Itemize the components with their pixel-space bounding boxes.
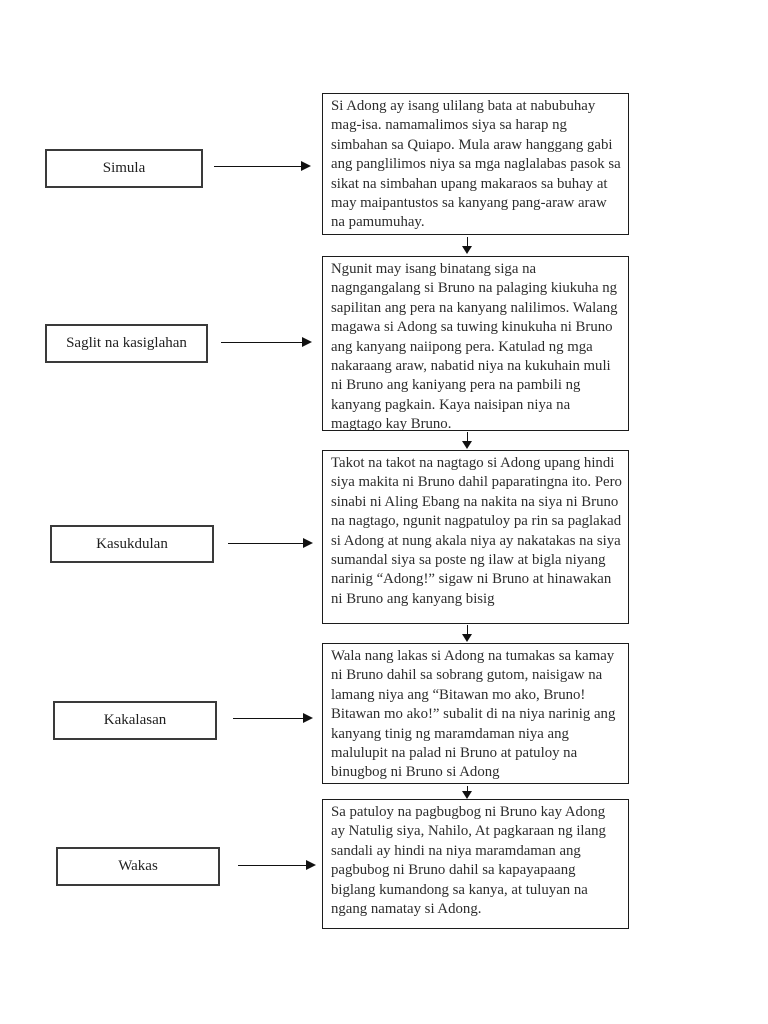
stage-box-kakalasan: Kakalasan bbox=[53, 701, 217, 740]
stage-box-wakas: Wakas bbox=[56, 847, 220, 886]
story-box-kakalasan: Wala nang lakas si Adong na tumakas sa k… bbox=[322, 643, 629, 784]
arrow-head bbox=[462, 246, 472, 254]
arrow-shaft bbox=[466, 432, 469, 443]
arrow-down-icon bbox=[462, 237, 473, 254]
arrow-shaft bbox=[233, 717, 306, 720]
arrow-head bbox=[462, 634, 472, 642]
stage-box-kasukdulan: Kasukdulan bbox=[50, 525, 214, 563]
arrow-right-icon bbox=[238, 860, 316, 871]
arrow-right-icon bbox=[233, 713, 313, 724]
arrow-shaft bbox=[221, 341, 305, 344]
arrow-shaft bbox=[466, 786, 469, 793]
arrow-head bbox=[303, 538, 313, 548]
arrow-right-icon bbox=[214, 161, 311, 172]
stage-box-saglit-na-kasiglahan: Saglit na kasiglahan bbox=[45, 324, 208, 363]
story-box-kasukdulan: Takot na takot na nagtago si Adong upang… bbox=[322, 450, 629, 624]
arrow-shaft bbox=[214, 165, 304, 168]
arrow-head bbox=[306, 860, 316, 870]
story-box-wakas: Sa patuloy na pagbugbog ni Bruno kay Ado… bbox=[322, 799, 629, 929]
arrow-down-icon bbox=[462, 786, 473, 799]
story-text: Sa patuloy na pagbugbog ni Bruno kay Ado… bbox=[331, 804, 606, 918]
stage-box-simula: Simula bbox=[45, 149, 203, 188]
arrow-shaft bbox=[228, 542, 306, 545]
stage-label: Simula bbox=[102, 160, 146, 176]
story-text: Takot na takot na nagtago si Adong upang… bbox=[331, 455, 622, 607]
stage-label: Saglit na kasiglahan bbox=[66, 335, 187, 351]
stage-label: Wakas bbox=[118, 858, 158, 874]
arrow-down-icon bbox=[462, 432, 473, 449]
arrow-head bbox=[303, 713, 313, 723]
story-text: Si Adong ay isang ulilang bata at nabubu… bbox=[331, 98, 621, 231]
arrow-head bbox=[302, 337, 312, 347]
stage-label: Kasukdulan bbox=[96, 535, 168, 552]
arrow-head bbox=[462, 791, 472, 799]
stage-label: Kakalasan bbox=[103, 712, 167, 728]
arrow-head bbox=[462, 441, 472, 449]
arrow-shaft bbox=[466, 625, 469, 636]
arrow-right-icon bbox=[221, 337, 312, 348]
story-box-saglit-na-kasiglahan: Ngunit may isang binatang siga na nagnga… bbox=[322, 256, 629, 431]
story-text: Wala nang lakas si Adong na tumakas sa k… bbox=[331, 648, 616, 781]
arrow-shaft bbox=[466, 237, 469, 248]
story-box-simula: Si Adong ay isang ulilang bata at nabubu… bbox=[322, 93, 629, 235]
arrow-shaft bbox=[238, 864, 309, 867]
story-text: Ngunit may isang binatang siga na nagnga… bbox=[331, 261, 618, 431]
arrow-right-icon bbox=[228, 538, 313, 549]
arrow-down-icon bbox=[462, 625, 473, 642]
arrow-head bbox=[301, 161, 311, 171]
